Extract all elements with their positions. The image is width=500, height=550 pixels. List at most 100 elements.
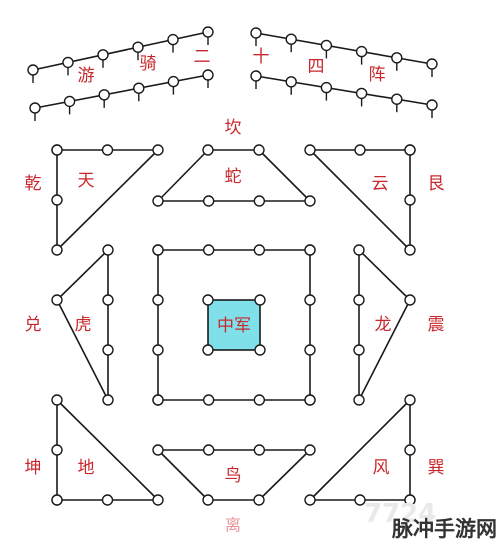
snake-node [202,195,215,207]
tiger-node [102,344,114,356]
central-army-box [207,299,261,351]
label-niao: 鸟 [225,466,242,486]
earth-node [51,494,63,506]
label-qian: 乾 [25,174,42,194]
watermark-number: 7724 [364,499,436,529]
snake-node [202,144,214,156]
upper-right-arc-node [250,27,262,39]
upper-right-arc-node [355,45,368,58]
lower-left-arc-line [34,74,209,109]
upper-right-arc-node [320,39,333,52]
wind-node [354,494,366,506]
dragon-node [404,294,416,306]
wind-edge [309,399,411,501]
cloud-node [354,144,366,156]
central-square-node [202,244,215,256]
label-tian: 天 [78,171,95,191]
central-square-node [152,244,164,256]
cloud-edge [309,149,411,251]
upper-left-arc-node [62,56,74,69]
central-square-node [304,344,316,356]
upper-right-arc-line [255,32,433,65]
label-li: 离 [225,516,241,535]
upper-right-arc-node [285,33,297,45]
label-you: 游 [78,66,95,86]
label-zhen: 震 [428,315,445,335]
lower-left-arc-node [202,69,214,81]
earth-node [152,494,164,506]
bird-node [202,444,215,456]
lower-right-arc-line [255,75,433,106]
label-feng: 风 [373,458,390,478]
label-she: 蛇 [225,167,242,187]
dragon-edge [358,249,411,401]
label-central-army: 中军 [217,316,251,336]
cloud-node [404,244,416,256]
lower-right-arc-node [320,81,333,94]
heaven-node [51,144,63,156]
dragon-node [353,244,365,256]
label-kan: 坎 [225,118,242,138]
earth-node [51,394,63,406]
cloud-node [404,194,416,206]
upper-left-arc-node [27,64,39,76]
bird-node [253,494,265,506]
central-square-node [202,394,215,406]
label-er: 二 [194,47,211,67]
lower-left-arc-node [63,95,76,108]
label-hu: 虎 [75,315,92,335]
upper-left-arc-node [202,26,214,38]
central-square-node [152,394,164,406]
label-gen: 艮 [428,174,445,194]
snake-node [304,195,316,207]
snake-node [253,195,266,207]
earth-node [101,494,114,506]
dragon-node [353,344,365,356]
wind-node [304,494,316,506]
bird-node [304,444,316,456]
heaven-node [51,244,63,256]
upper-left-arc-node [97,49,109,61]
central-square-node [304,244,316,256]
lower-right-arc-node [355,87,368,100]
dragon-node [353,294,365,306]
heaven-node [152,144,164,156]
heaven-node [51,194,63,206]
label-qi: 骑 [140,54,157,74]
lower-left-arc-node [98,89,110,101]
label-yun: 云 [372,174,389,194]
tiger-edge [56,249,109,401]
formation-nodes [27,26,438,506]
upper-left-arc-node [167,33,179,46]
upper-right-arc-node [426,58,438,70]
upper-left-arc-node [132,41,144,53]
watermark-text: 脉冲手游网 [391,517,497,541]
label-dui: 兑 [25,315,42,335]
central-army-node [202,294,214,306]
label-di: 地 [78,458,95,478]
lower-right-arc-node [391,93,403,105]
bird-node [202,494,214,506]
wind-node [404,494,416,506]
upper-right-arc-node [391,52,403,64]
lower-right-arc-node [285,76,297,88]
bird-node [253,444,266,456]
tiger-node [102,394,114,406]
heaven-edge [56,149,159,251]
lower-right-arc-node [250,70,262,82]
label-zhen-array: 阵 [369,65,386,85]
label-kun: 坤 [25,458,42,478]
central-army-node [254,294,266,306]
watermark: 7724 脉冲手游网 [364,499,497,541]
central-square-node [253,394,266,406]
snake-node [253,144,265,156]
labels: 游 骑 二 十 四 阵 坎 蛇 乾 天 云 艮 兑 虎 中军 龙 震 坤 地 鸟… [25,47,445,535]
cloud-node [404,144,416,156]
label-shi: 十 [253,47,270,67]
connection-lines [32,31,433,501]
heaven-node [101,144,114,156]
cloud-node [304,144,316,156]
lower-left-arc-node [167,75,180,88]
